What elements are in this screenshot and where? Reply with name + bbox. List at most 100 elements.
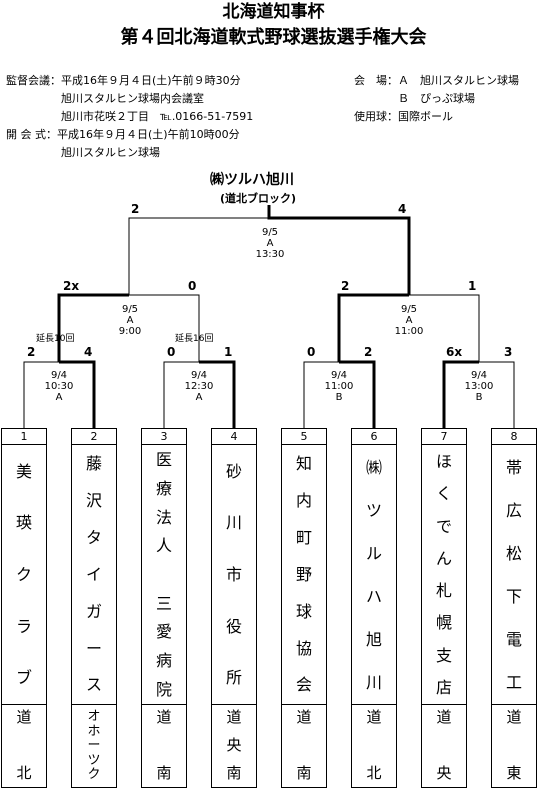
team-name: 帯広松下電工 — [492, 446, 536, 705]
team-name-char: 愛 — [155, 622, 172, 642]
r1-m1-match-info: 9/4 10:30 A — [44, 370, 74, 403]
team-name-char: 役 — [225, 616, 242, 636]
final-score-right: 4 — [398, 202, 407, 216]
team-region-char: 道 — [436, 708, 452, 726]
team-number: 7 — [422, 429, 466, 445]
team-region-char: オ — [87, 709, 101, 724]
semi2-score-left: 2 — [341, 279, 350, 293]
team-name: 藤沢タイガース — [72, 446, 116, 705]
r1-m1-score-right: 4 — [84, 345, 93, 359]
team-region-char: 央 — [226, 736, 242, 754]
team-region: オホーツク — [72, 706, 116, 787]
team-name-char: く — [435, 484, 452, 504]
team-region: 道東 — [492, 706, 536, 787]
final-score-left: 2 — [131, 202, 140, 216]
team-name-char: 砂 — [225, 461, 242, 481]
team-name-char — [161, 567, 166, 583]
team-name-char: 川 — [365, 672, 382, 692]
team-number: 4 — [212, 429, 256, 445]
r1-m2-score-right: 1 — [224, 345, 233, 359]
semi2-score-right: 1 — [468, 279, 477, 293]
team-name-char: 知 — [295, 454, 312, 474]
r1-m4-score-right: 3 — [504, 345, 513, 359]
team-number: 5 — [282, 429, 326, 445]
team-number: 3 — [142, 429, 186, 445]
team-name-char: ㈱ — [365, 457, 382, 477]
r1-extra-note: 延長10回 — [36, 334, 75, 344]
team-region-char: 南 — [226, 764, 242, 782]
team-name-char: 支 — [435, 645, 452, 665]
team-region-char: 南 — [156, 764, 172, 782]
team-name-char: で — [435, 516, 452, 536]
team-name-char: 療 — [155, 478, 172, 498]
champion-block: (道北ブロック) — [220, 192, 297, 205]
team-name-char: 会 — [295, 675, 312, 695]
team-name-char: ガ — [85, 601, 102, 621]
team-name-char: 川 — [225, 513, 242, 533]
team-region-char: 北 — [16, 764, 32, 782]
info-line: 旭川スタルヒン球場内会議室 — [6, 92, 204, 105]
team-region-char: 道 — [16, 708, 32, 726]
team-name-char: 工 — [505, 672, 522, 692]
team-number: 8 — [492, 429, 536, 445]
ball-line: 使用球：国際ボール — [354, 110, 453, 123]
team-name-char: ん — [435, 548, 452, 568]
final-match-info: 9/5 A 13:30 — [255, 227, 285, 260]
team-region-char: ー — [87, 738, 101, 753]
team-region-char: ク — [87, 767, 101, 782]
team-name-char: ツ — [365, 500, 382, 520]
info-line: 開 会 式：平成16年９月４日(土)午前10時00分 — [6, 128, 240, 141]
r1-m4-score-left: 6x — [446, 345, 463, 359]
team-name-char: 院 — [155, 679, 172, 699]
r1-m4-match-info: 9/4 13:00 B — [464, 370, 494, 403]
page-subtitle: 第４回北海道軟式野球選抜選手権大会 — [120, 27, 427, 48]
team-region-char: ホ — [87, 723, 101, 739]
semi1-score-right: 0 — [188, 279, 197, 293]
team-region: 道北 — [352, 706, 396, 787]
team-name-char: 法 — [155, 507, 172, 527]
team-region: 道南 — [142, 706, 186, 787]
venue-line: 会 場：Ａ 旭川スタルヒン球場 — [354, 74, 519, 87]
team-number: 2 — [72, 429, 116, 445]
team-name-char: 下 — [505, 586, 522, 606]
team-name-char: 帯 — [505, 457, 522, 477]
team-region-char: 北 — [366, 764, 382, 782]
team-name-char: 球 — [295, 601, 312, 621]
r1-m2-score-left: 0 — [167, 345, 176, 359]
team-region-char: 道 — [366, 708, 382, 726]
team-name-char: ラ — [15, 616, 32, 636]
team-name-char: 瑛 — [15, 513, 32, 533]
team-name-char: 電 — [505, 629, 522, 649]
team-region: 道央南 — [212, 706, 256, 787]
team-name-char: 藤 — [85, 454, 102, 474]
team-region: 道南 — [282, 706, 326, 787]
team-name-char: 人 — [155, 536, 172, 556]
team-name-char: 病 — [155, 650, 172, 670]
semi2-match-info: 9/5 A 11:00 — [394, 304, 424, 337]
team-name: 医療法人 三愛病院 — [142, 446, 186, 705]
team-name: 美瑛クラブ — [2, 446, 46, 705]
team-number: 6 — [352, 429, 396, 445]
team-name-char: ル — [365, 543, 382, 563]
team-region: 道央 — [422, 706, 466, 787]
semi1-extra-note: 延長16回 — [175, 334, 214, 344]
team-name-char: 店 — [435, 677, 452, 697]
semi1-score-left: 2x — [63, 279, 80, 293]
team-column: 6㈱ツルハ旭川道北 — [351, 428, 397, 788]
r1-m2-match-info: 9/4 12:30 A — [184, 370, 214, 403]
r1-m3-score-left: 0 — [307, 345, 316, 359]
team-region-char: 道 — [296, 708, 312, 726]
team-name: 知内町野球協会 — [282, 446, 326, 705]
team-name-char: ー — [85, 638, 102, 658]
team-name-char: ブ — [15, 668, 32, 688]
team-name-char: 所 — [225, 668, 242, 688]
team-name-char: ハ — [365, 586, 382, 606]
team-name-char: 三 — [155, 593, 172, 613]
team-name-char: 旭 — [365, 629, 382, 649]
r1-m1-score-left: 2 — [27, 345, 36, 359]
